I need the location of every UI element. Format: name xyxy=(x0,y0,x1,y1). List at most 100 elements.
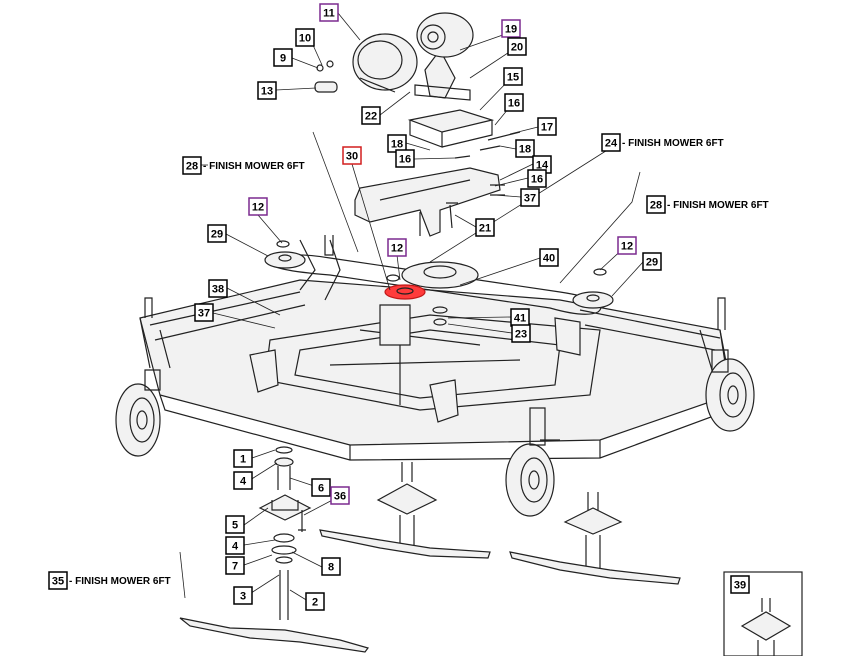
callout-23: 23 xyxy=(511,324,531,343)
svg-text:28: 28 xyxy=(186,161,198,173)
leader-lines xyxy=(179,12,644,602)
callout-22: 22 xyxy=(361,106,381,125)
svg-text:4: 4 xyxy=(232,541,239,553)
callout-24: 24 xyxy=(601,133,621,152)
callout-5: 5 xyxy=(225,515,245,534)
callout-8: 8 xyxy=(321,557,341,576)
highlighted-idler-pulley xyxy=(384,284,426,300)
callout-11: 11 xyxy=(319,3,339,22)
svg-text:6: 6 xyxy=(318,483,324,495)
callout-28a: 28 xyxy=(182,156,202,175)
callout-6: 6 xyxy=(311,478,331,497)
svg-text:13: 13 xyxy=(261,86,273,98)
callout-20: 20 xyxy=(507,37,527,56)
svg-text:10: 10 xyxy=(299,33,311,45)
callout-3: 3 xyxy=(233,586,253,605)
callout-28b: 28 xyxy=(646,195,666,214)
callout-41: 41 xyxy=(510,308,530,327)
callout-12c: 12 xyxy=(617,236,637,255)
svg-text:14: 14 xyxy=(536,160,549,172)
callout-38: 38 xyxy=(208,279,228,298)
svg-text:16: 16 xyxy=(508,98,520,110)
callout-37b: 37 xyxy=(194,303,214,322)
callout-2: 2 xyxy=(305,592,325,611)
svg-text:17: 17 xyxy=(541,122,553,134)
svg-text:38: 38 xyxy=(212,284,224,296)
callout-36: 36 xyxy=(330,486,350,505)
callout-14: 14 xyxy=(532,155,552,174)
callout-40: 40 xyxy=(539,248,559,267)
callouts: 11 19 10 20 9 15 13 16 22 17 18 18 30 16… xyxy=(48,3,769,611)
svg-text:18: 18 xyxy=(519,144,531,156)
svg-text:7: 7 xyxy=(232,561,238,573)
callout-15: 15 xyxy=(503,67,523,86)
callout-9: 9 xyxy=(273,48,293,67)
callout-1: 1 xyxy=(233,449,253,468)
svg-text:28: 28 xyxy=(650,200,662,212)
belt-and-pulleys xyxy=(264,240,614,326)
svg-text:37: 37 xyxy=(524,193,536,205)
spindle-blades xyxy=(319,462,681,585)
callout-12b: 12 xyxy=(387,238,407,257)
label-35: - FINISH MOWER 6FT xyxy=(69,576,171,587)
svg-text:24: 24 xyxy=(605,138,618,150)
svg-text:20: 20 xyxy=(511,42,523,54)
callout-7: 7 xyxy=(225,556,245,575)
svg-text:5: 5 xyxy=(232,520,238,532)
callout-12a: 12 xyxy=(248,197,268,216)
svg-text:9: 9 xyxy=(280,53,286,65)
svg-text:8: 8 xyxy=(328,562,334,574)
svg-text:4: 4 xyxy=(240,476,247,488)
callout-19: 19 xyxy=(501,19,521,38)
callout-16b: 16 xyxy=(395,149,415,168)
svg-text:19: 19 xyxy=(505,24,517,36)
svg-text:2: 2 xyxy=(312,597,318,609)
svg-text:16: 16 xyxy=(531,174,543,186)
svg-text:29: 29 xyxy=(646,257,658,269)
callout-30: 30 xyxy=(342,146,362,165)
svg-text:37: 37 xyxy=(198,308,210,320)
callout-29b: 29 xyxy=(642,252,662,271)
svg-text:12: 12 xyxy=(391,243,403,255)
callout-21: 21 xyxy=(475,218,495,237)
callout-29a: 29 xyxy=(207,224,227,243)
callout-16c: 16 xyxy=(527,169,547,188)
svg-text:11: 11 xyxy=(323,8,335,20)
svg-text:30: 30 xyxy=(346,151,358,163)
svg-text:36: 36 xyxy=(334,491,346,503)
svg-text:3: 3 xyxy=(240,591,246,603)
wheels xyxy=(115,349,755,517)
svg-text:1: 1 xyxy=(240,454,246,466)
svg-text:12: 12 xyxy=(252,202,264,214)
svg-text:12: 12 xyxy=(621,241,633,253)
label-28a: - FINISH MOWER 6FT xyxy=(203,161,305,172)
svg-text:39: 39 xyxy=(734,580,746,592)
callout-37a: 37 xyxy=(520,188,540,207)
callout-39: 39 xyxy=(730,575,750,594)
mower-deck xyxy=(139,235,731,461)
label-28b: - FINISH MOWER 6FT xyxy=(667,200,769,211)
callout-35: 35 xyxy=(48,571,68,590)
gearbox-assembly xyxy=(314,12,521,237)
callout-4b: 4 xyxy=(225,536,245,555)
svg-text:35: 35 xyxy=(52,576,64,588)
svg-text:40: 40 xyxy=(543,253,555,265)
svg-text:41: 41 xyxy=(514,313,526,325)
svg-text:18: 18 xyxy=(391,139,403,151)
svg-text:16: 16 xyxy=(399,154,411,166)
svg-text:15: 15 xyxy=(507,72,519,84)
callout-18a: 18 xyxy=(387,134,407,153)
svg-text:22: 22 xyxy=(365,111,377,123)
svg-text:23: 23 xyxy=(515,329,527,341)
callout-18b: 18 xyxy=(515,139,535,158)
callout-13: 13 xyxy=(257,81,277,100)
label-24: - FINISH MOWER 6FT xyxy=(622,138,724,149)
svg-text:21: 21 xyxy=(479,223,491,235)
callout-4a: 4 xyxy=(233,471,253,490)
svg-text:29: 29 xyxy=(211,229,223,241)
callout-16a: 16 xyxy=(504,93,524,112)
callout-17: 17 xyxy=(537,117,557,136)
callout-10: 10 xyxy=(295,28,315,47)
